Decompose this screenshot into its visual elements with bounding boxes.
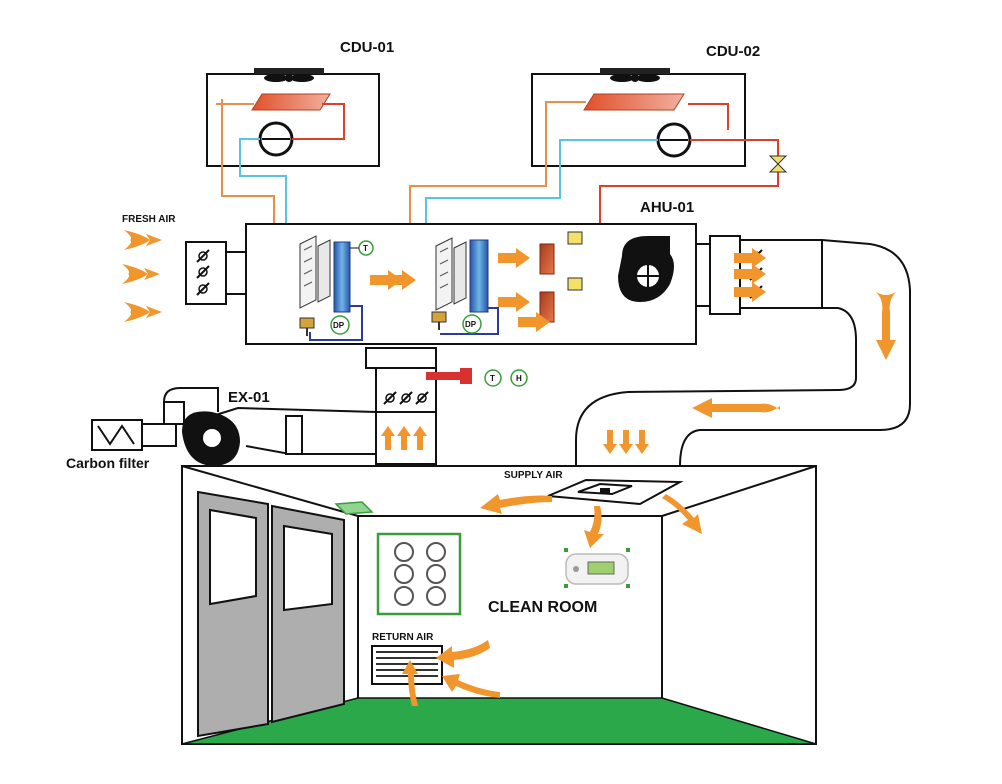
- coil-icon: [251, 93, 331, 111]
- fan-icon: [600, 68, 670, 82]
- ceiling-light: [334, 501, 374, 515]
- reheat-coil-icon: [539, 243, 555, 275]
- expansion-valve-icon: [768, 155, 788, 173]
- cdu-02-label: CDU-02: [706, 43, 760, 60]
- thermostat-icon: [564, 548, 630, 588]
- supply-air-label: SUPPLY AIR: [504, 470, 563, 481]
- pressure-gauge-icon: [426, 564, 446, 584]
- carbon-filter-label: Carbon filter: [66, 455, 150, 471]
- coil-icon: [469, 239, 489, 313]
- pressure-gauge-icon: DP: [330, 315, 350, 335]
- blower-icon: [618, 236, 674, 302]
- clean-room: SUPPLY AIR CLEAN ROOM: [181, 465, 817, 745]
- damper-icon: [383, 391, 429, 405]
- pressure-gauge-icon: [426, 542, 446, 562]
- svg-text:DP: DP: [465, 320, 477, 329]
- airflow-arrow: [692, 292, 896, 418]
- compressor-icon: [258, 121, 294, 157]
- temp-sensor: T: [490, 374, 495, 383]
- filter-icon: [299, 235, 331, 309]
- svg-text:T: T: [363, 244, 368, 253]
- pressure-gauge-icon: [394, 564, 414, 584]
- cdu-01-label: CDU-01: [340, 39, 394, 56]
- pressure-gauge-icon: [394, 542, 414, 562]
- expansion-valve-icon: [431, 311, 447, 330]
- expansion-valve-icon: [299, 317, 315, 336]
- blower-icon: [182, 411, 240, 466]
- fresh-air-label: FRESH AIR: [122, 214, 176, 225]
- return-air-label: RETURN AIR: [372, 632, 434, 643]
- clean-room-label: CLEAN ROOM: [488, 599, 597, 616]
- svg-text:DP: DP: [333, 321, 345, 330]
- pressure-gauge-icon: [394, 586, 414, 606]
- sensor-probe: T H: [426, 368, 528, 387]
- coil-icon: [333, 241, 351, 313]
- coil-icon: [583, 93, 685, 111]
- damper-icon: [196, 249, 210, 296]
- fresh-air-intake: FRESH AIR: [122, 214, 247, 322]
- gauge-panel: [376, 532, 462, 616]
- pressure-gauge-icon: [426, 586, 446, 606]
- ahu-01: AHU-01 T DP: [245, 199, 697, 345]
- cdu-01: CDU-01: [206, 39, 394, 167]
- diffuser-icon: [547, 478, 684, 506]
- humidity-sensor: H: [516, 374, 522, 383]
- filter-icon: [435, 237, 467, 311]
- cdu-02: CDU-02: [531, 43, 760, 167]
- fan-icon: [254, 68, 324, 82]
- exhaust-duct: [91, 387, 377, 455]
- thermostat-icon: T: [358, 240, 374, 256]
- airflow-arrow: [402, 494, 702, 706]
- ahu-01-label: AHU-01: [640, 199, 694, 216]
- return-air-grille: [371, 645, 443, 685]
- ex-01-label: EX-01: [228, 389, 270, 406]
- double-door: [197, 490, 345, 738]
- compressor-icon: [656, 122, 692, 158]
- carbon-filter-icon: [97, 424, 135, 446]
- valve-icon: [567, 231, 583, 291]
- pressure-gauge-icon: DP: [462, 314, 482, 334]
